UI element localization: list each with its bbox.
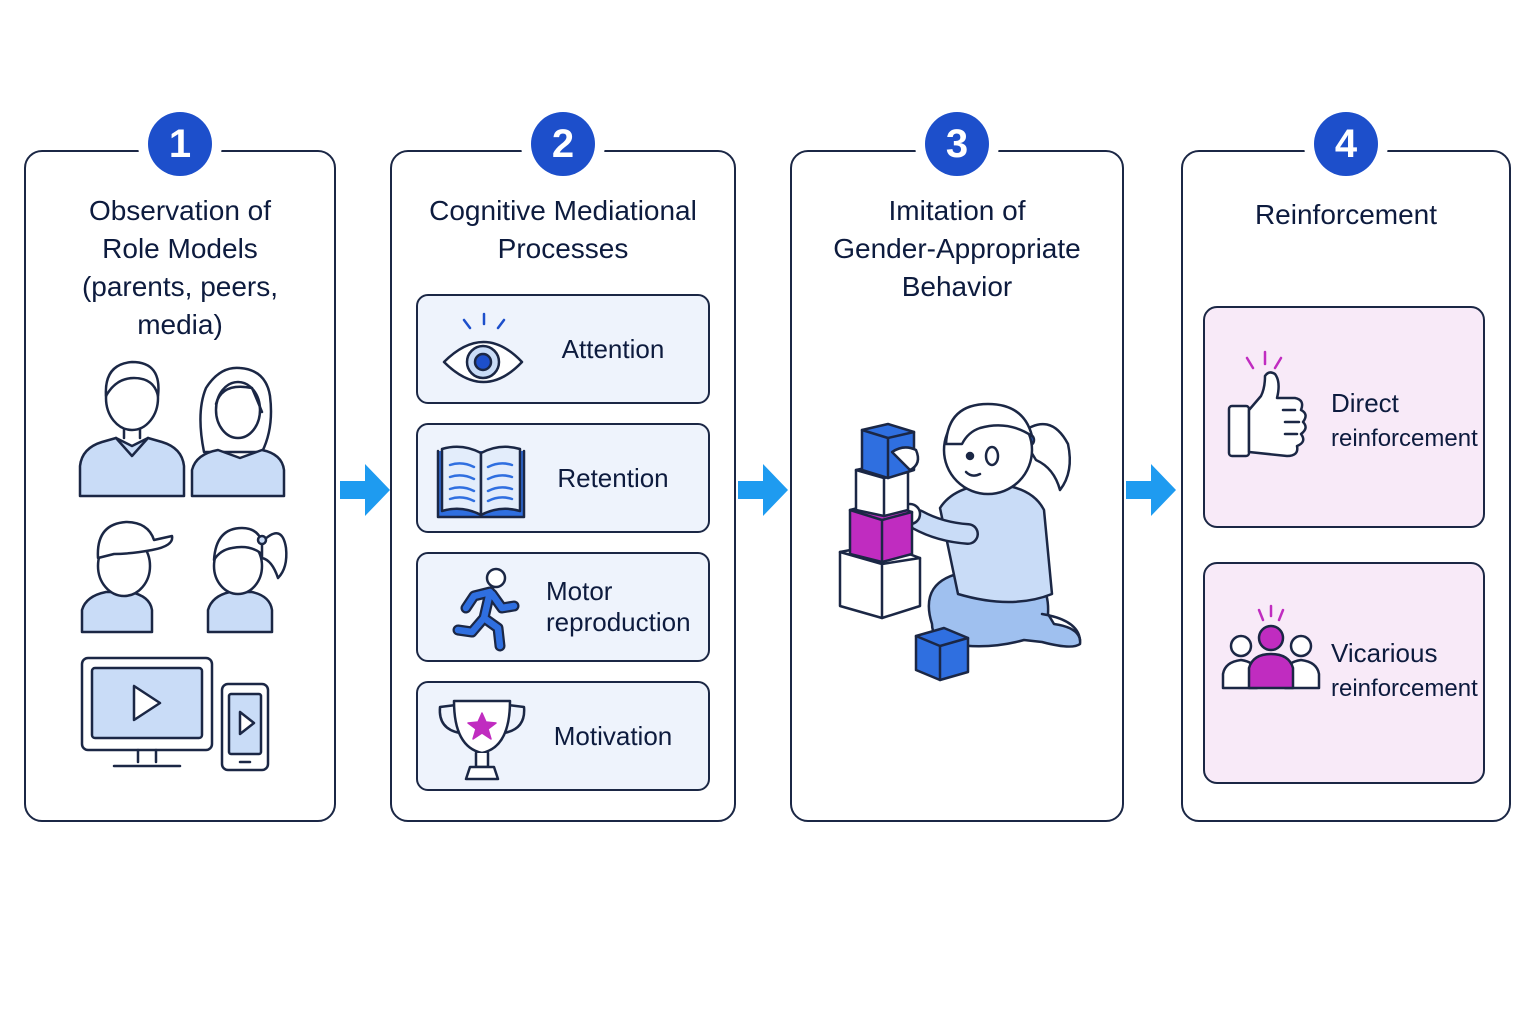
role-models-illustration [78,360,288,772]
boy-icon [80,520,174,634]
open-book-icon [436,445,526,519]
process-label: Retention [557,462,669,493]
reinforcement-label: Vicarious reinforcement [1331,638,1478,702]
direct-reinforcement-card: Direct reinforcement [1203,306,1485,528]
step-title: Cognitive Mediational Processes [429,195,697,264]
father-icon [78,360,186,498]
step-number-badge: 4 [1314,112,1378,176]
monitor-play-icon [80,656,214,768]
process-motivation: Motivation [416,681,710,791]
flow-arrow-icon [340,464,390,516]
eye-icon [442,312,524,384]
step-title: Reinforcement [1254,199,1438,230]
flow-arrow-icon [738,464,788,516]
phone-play-icon [220,682,270,772]
girl-icon [206,526,288,634]
step-title: Imitation of Gender-Appropriate Behavior [833,195,1081,302]
thumbs-up-icon [1227,350,1307,458]
mother-icon [190,366,286,498]
girl-stacking-blocks-illustration [838,402,1082,682]
step-3-panel: 3 Imitation of Gender-Appropriate Behavi… [790,112,1124,822]
process-label: Attention [561,333,665,364]
step-2-panel: 2 Cognitive Mediational Processes Attent… [390,112,736,822]
process-retention: Retention [416,423,710,533]
reinforcement-label: Direct reinforcement [1331,388,1478,452]
step-4-panel: 4 Reinforcement Direct reinforcement [1181,112,1511,822]
step-1-panel: 1 Observation of Role Models (parents, p… [24,112,336,822]
running-person-icon [452,567,520,652]
trophy-icon [438,699,526,781]
process-attention: Attention [416,294,710,404]
process-label: Motor reproduction [546,576,691,637]
vicarious-reinforcement-card: Vicarious reinforcement [1203,562,1485,784]
step-number-badge: 3 [925,112,989,176]
step-number-badge: 1 [148,112,212,176]
flow-arrow-icon [1126,464,1176,516]
process-motor-reproduction: Motor reproduction [416,552,710,662]
step-title: Observation of Role Models (parents, pee… [81,195,279,340]
group-icon [1221,604,1321,690]
step-number-badge: 2 [531,112,595,176]
process-label: Motivation [553,720,673,751]
